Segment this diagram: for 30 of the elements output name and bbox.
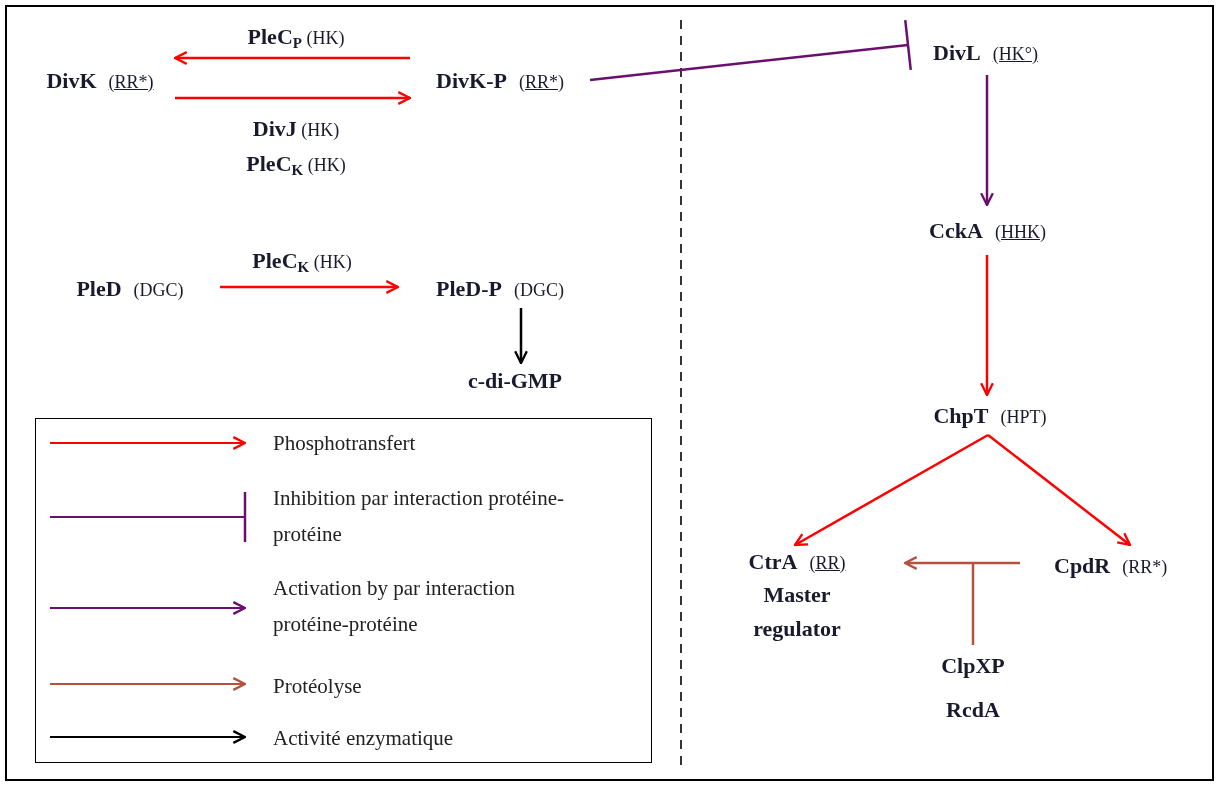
- protein-label: CpdR (RR*): [1020, 545, 1208, 585]
- protein-label: PleD-P (DGC): [398, 268, 613, 308]
- arrow: [903, 556, 1020, 570]
- protein-label: DivK (RR*): [25, 50, 175, 110]
- t-bar-line: [971, 563, 975, 645]
- legend-text: Activité enzymatique: [273, 725, 455, 752]
- legend-text: Phosphotransfert: [273, 430, 417, 457]
- protein-label: CtrA (RR) Master regulator: [725, 545, 905, 645]
- protein-label: CckA (HHK): [905, 205, 1070, 255]
- arrow: [987, 434, 1132, 547]
- arrow: [514, 308, 528, 365]
- arrow: [793, 433, 989, 547]
- legend-text: Activation by par interaction protéine-protéine: [273, 575, 516, 638]
- protein-label: DivL (HK°): [908, 30, 1083, 75]
- legend-text: Protéolyse: [273, 673, 363, 700]
- edge-label: PleC$_{K}$ (HK): [251, 247, 353, 277]
- arrow: [980, 75, 994, 207]
- protein-label: c-di-GMP: [440, 363, 590, 398]
- inhibition-line: [589, 18, 912, 82]
- protein-label: ChpT (HPT): [905, 395, 1075, 435]
- protein-label: DivK-P (RR*): [410, 50, 590, 110]
- legend-text: Inhibition par interaction protéine-protéine: [273, 485, 565, 548]
- protein-label: ClpXP RcdA: [920, 645, 1026, 730]
- arrow: [175, 91, 412, 105]
- arrow: [980, 255, 994, 397]
- arrow: [173, 51, 410, 65]
- edge-label: PleC$_{P}$ (HK): [246, 23, 346, 53]
- protein-label: PleD (DGC): [40, 268, 220, 308]
- edge-label: DivJ (HK) PleC$_{K}$ (HK): [245, 115, 347, 180]
- arrow: [220, 280, 400, 294]
